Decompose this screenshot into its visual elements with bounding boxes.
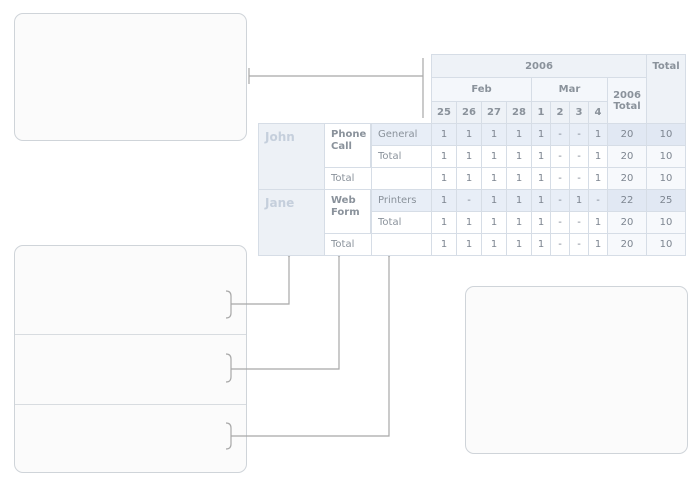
value-cell: - [550, 189, 570, 212]
callout-divider [15, 334, 246, 335]
row-total-label: Total [324, 167, 372, 190]
value-cell: 1 [481, 189, 507, 212]
row-label: General [371, 123, 432, 146]
person-header: John [258, 123, 325, 190]
day-header: 27 [481, 101, 507, 124]
value-cell: - [569, 211, 589, 234]
value-cell: 1 [506, 233, 532, 256]
grand-total-cell: 10 [646, 145, 686, 168]
month-header: Feb [431, 77, 532, 102]
value-cell: 1 [531, 211, 551, 234]
grand-total-cell: 10 [646, 123, 686, 146]
value-cell: 1 [431, 145, 457, 168]
row-header-connector [231, 257, 340, 370]
callout-brace [225, 353, 232, 383]
value-cell: - [550, 123, 570, 146]
year-total-cell: 20 [607, 167, 647, 190]
top-left-callout-box [14, 13, 247, 141]
value-cell: 1 [431, 233, 457, 256]
value-cell: - [569, 145, 589, 168]
value-cell: 1 [481, 145, 507, 168]
value-cell: 1 [431, 167, 457, 190]
grand-total-cell: 10 [646, 211, 686, 234]
year-header: 2006 [431, 54, 647, 78]
left-callout-group-box [14, 245, 247, 473]
value-cell: 1 [506, 145, 532, 168]
value-cell: - [569, 233, 589, 256]
value-cell: 1 [456, 233, 482, 256]
value-cell: - [550, 167, 570, 190]
value-cell: - [569, 167, 589, 190]
column-header-connector [248, 58, 424, 118]
row-header-connector [231, 257, 390, 437]
value-cell: 1 [506, 211, 532, 234]
group-header: Web Form [324, 189, 371, 234]
row-total-label: Total [324, 233, 372, 256]
value-cell: 1 [456, 211, 482, 234]
value-cell: 1 [431, 123, 457, 146]
year-total-cell: 22 [607, 189, 647, 212]
value-cell: 1 [481, 211, 507, 234]
value-cell: 1 [531, 167, 551, 190]
grand-total-header: Total [646, 54, 686, 124]
day-header: 25 [431, 101, 457, 124]
row-label: Total [371, 211, 432, 234]
value-cell: 1 [531, 145, 551, 168]
right-callout-box [465, 286, 688, 454]
value-cell: 1 [531, 189, 551, 212]
value-cell: 1 [456, 145, 482, 168]
value-cell: 1 [481, 233, 507, 256]
value-cell: 1 [431, 211, 457, 234]
day-header: 1 [531, 101, 551, 124]
value-cell: 1 [588, 145, 608, 168]
row-header-connector [231, 257, 290, 305]
callout-divider [15, 404, 246, 405]
year-total-cell: 20 [607, 233, 647, 256]
value-cell: 1 [588, 123, 608, 146]
day-header: 28 [506, 101, 532, 124]
year-total-header: 2006 Total [607, 77, 647, 124]
value-cell: 1 [588, 233, 608, 256]
value-cell: 1 [588, 211, 608, 234]
value-cell: 1 [531, 123, 551, 146]
day-header: 26 [456, 101, 482, 124]
group-header: Phone Call [324, 123, 371, 168]
year-total-cell: 20 [607, 145, 647, 168]
value-cell: 1 [456, 167, 482, 190]
value-cell: 1 [506, 189, 532, 212]
grand-total-cell: 25 [646, 189, 686, 212]
row-label: Total [371, 145, 432, 168]
value-cell: 1 [569, 189, 589, 212]
month-header: Mar [531, 77, 608, 102]
value-cell: 1 [481, 123, 507, 146]
value-cell: 1 [588, 167, 608, 190]
day-header: 2 [550, 101, 570, 124]
row-label-empty [371, 167, 432, 190]
callout-brace [225, 290, 232, 319]
value-cell: 1 [506, 167, 532, 190]
day-header: 3 [569, 101, 589, 124]
grand-total-cell: 10 [646, 167, 686, 190]
value-cell: - [550, 211, 570, 234]
row-label-empty [371, 233, 432, 256]
row-label: Printers [371, 189, 432, 212]
year-total-cell: 20 [607, 123, 647, 146]
value-cell: 1 [481, 167, 507, 190]
person-header: Jane [258, 189, 325, 256]
callout-brace [225, 422, 232, 450]
value-cell: - [588, 189, 608, 212]
value-cell: 1 [506, 123, 532, 146]
value-cell: - [550, 145, 570, 168]
value-cell: - [456, 189, 482, 212]
day-header: 4 [588, 101, 608, 124]
value-cell: 1 [531, 233, 551, 256]
value-cell: - [550, 233, 570, 256]
grand-total-cell: 10 [646, 233, 686, 256]
value-cell: 1 [456, 123, 482, 146]
value-cell: 1 [431, 189, 457, 212]
value-cell: - [569, 123, 589, 146]
year-total-cell: 20 [607, 211, 647, 234]
